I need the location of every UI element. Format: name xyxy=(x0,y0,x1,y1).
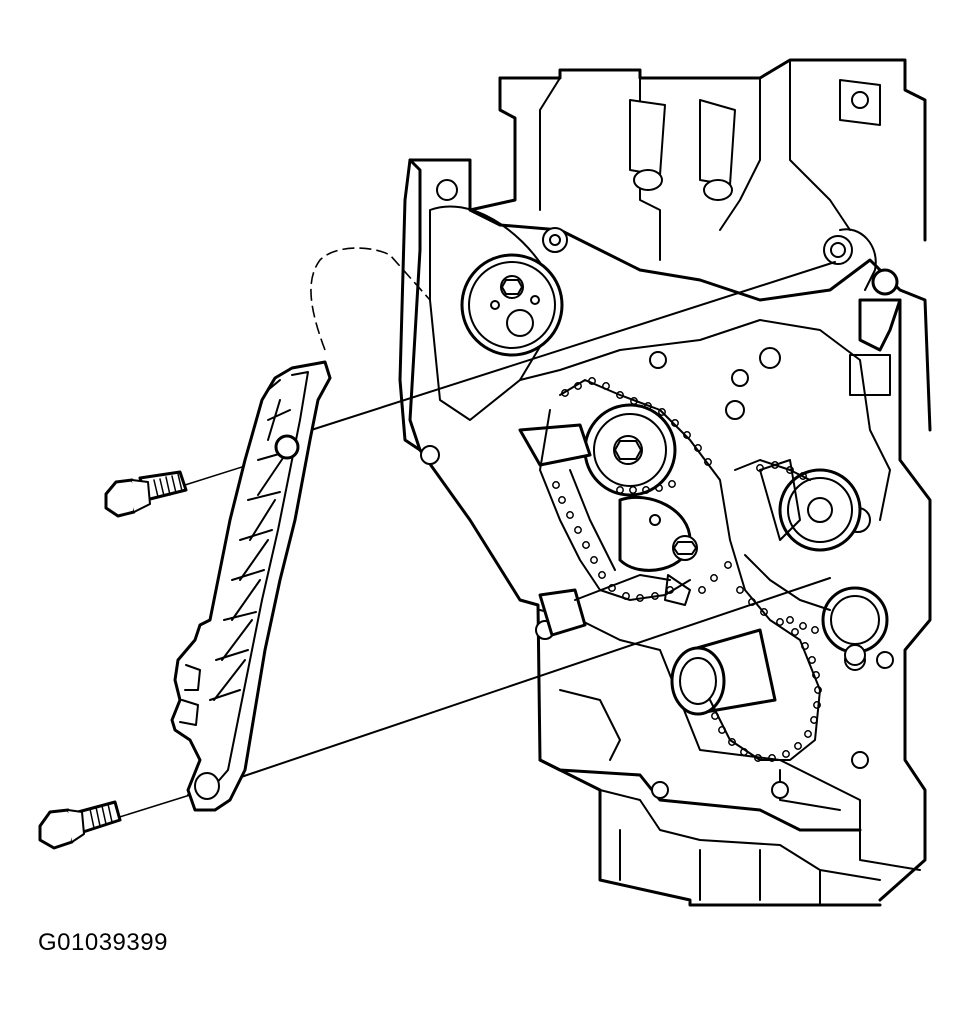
lower-sprocket xyxy=(821,586,889,666)
upper-cam-sprocket xyxy=(460,253,564,357)
timing-chain xyxy=(539,377,831,762)
right-sprocket xyxy=(759,459,862,552)
figure-id-label: G01039399 xyxy=(38,929,168,956)
upper-timing-chain-guide xyxy=(170,360,332,812)
crankshaft-snout xyxy=(670,628,777,716)
guide-lower-bolt xyxy=(38,800,122,850)
guide-upper-bolt xyxy=(104,470,188,518)
engine-block xyxy=(398,58,932,907)
center-cam-sprocket xyxy=(518,403,698,572)
